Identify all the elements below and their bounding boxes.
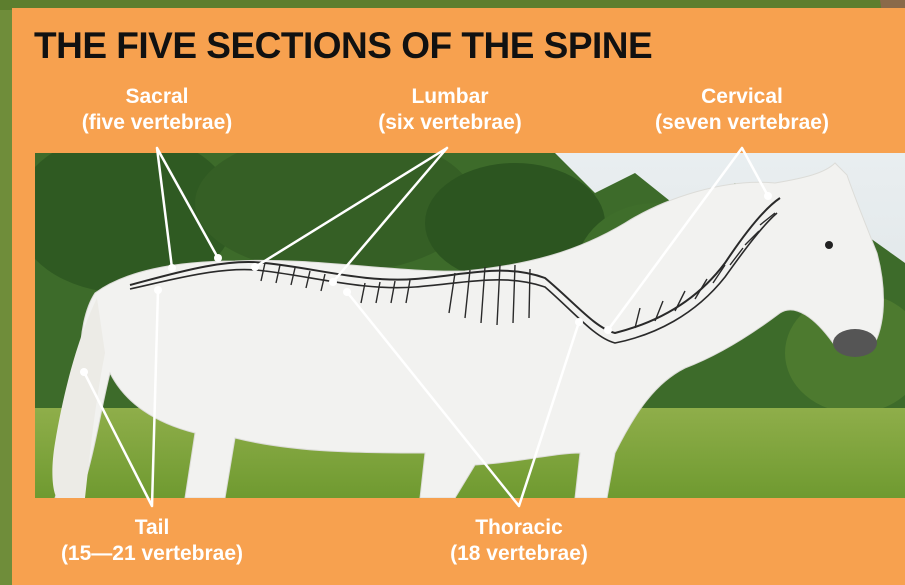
diagram-title: THE FIVE SECTIONS OF THE SPINE <box>34 25 652 67</box>
lumbar-count: (six vertebrae) <box>340 110 560 136</box>
sacral-count: (five vertebrae) <box>57 110 257 136</box>
cervical-name: Cervical <box>622 84 862 110</box>
thoracic-count: (18 vertebrae) <box>409 541 629 567</box>
lumbar-name: Lumbar <box>340 84 560 110</box>
sacral-name: Sacral <box>57 84 257 110</box>
tail-name: Tail <box>22 515 282 541</box>
label-thoracic: Thoracic (18 vertebrae) <box>409 515 629 567</box>
cervical-count: (seven vertebrae) <box>622 110 862 136</box>
tail-count: (15—21 vertebrae) <box>22 541 282 567</box>
label-sacral: Sacral (five vertebrae) <box>57 84 257 136</box>
label-cervical: Cervical (seven vertebrae) <box>622 84 862 136</box>
thoracic-name: Thoracic <box>409 515 629 541</box>
label-tail: Tail (15—21 vertebrae) <box>22 515 282 567</box>
horse-photo <box>35 153 905 498</box>
label-lumbar: Lumbar (six vertebrae) <box>340 84 560 136</box>
